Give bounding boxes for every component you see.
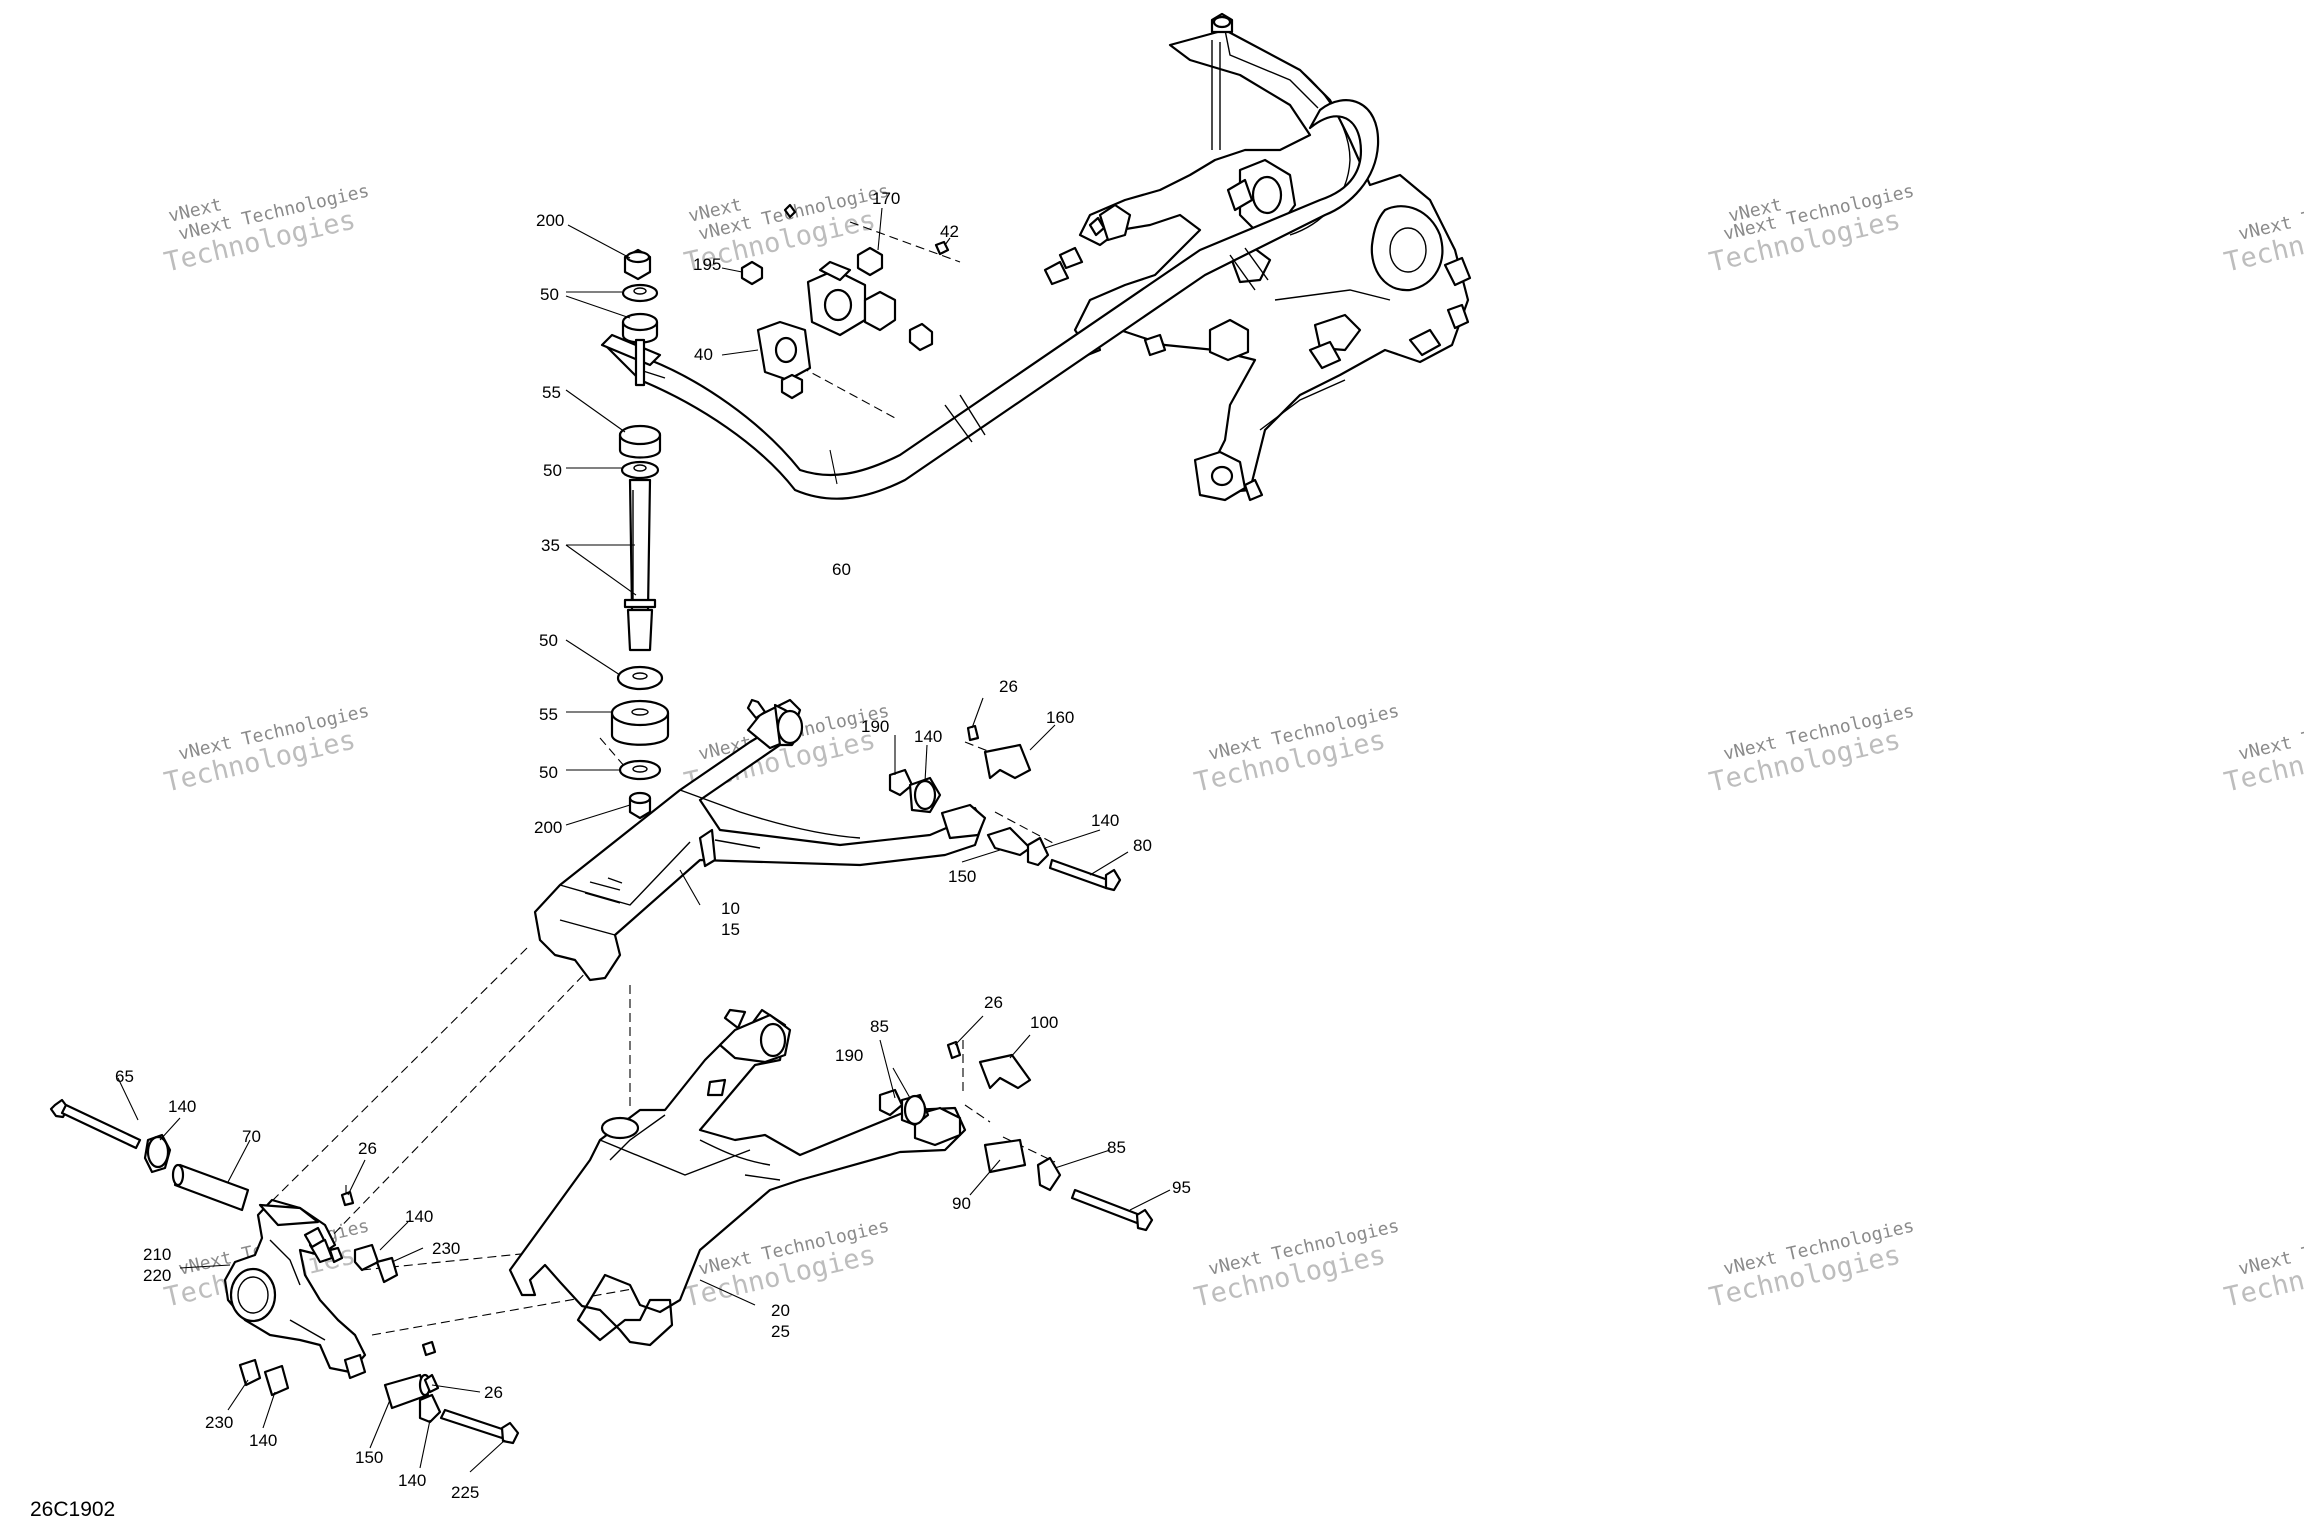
callout: 10 bbox=[721, 899, 740, 918]
alignment-lines bbox=[267, 221, 1056, 1336]
hardware-parts bbox=[49, 724, 1154, 1445]
callout: 170 bbox=[872, 189, 900, 208]
watermark: vNext Technologies Technologies bbox=[161, 181, 371, 279]
callout: 140 bbox=[398, 1471, 426, 1490]
watermark: vNext Technologies Technologies bbox=[1191, 1216, 1401, 1314]
watermark: vNext Technologies Technologies bbox=[1706, 1216, 1916, 1314]
callout: 55 bbox=[539, 705, 558, 724]
link-rod-stack bbox=[610, 248, 670, 820]
callout: 210 bbox=[143, 1245, 171, 1264]
callout: 85 bbox=[870, 1017, 889, 1036]
callout: 200 bbox=[534, 818, 562, 837]
callout: 85 bbox=[1107, 1138, 1126, 1157]
callout: 26 bbox=[999, 677, 1018, 696]
watermark: vNext Technologies Technologies bbox=[2221, 181, 2304, 279]
callout: 26 bbox=[984, 993, 1003, 1012]
callout: 190 bbox=[861, 717, 889, 736]
callout: 140 bbox=[1091, 811, 1119, 830]
callout-numbers: 200 50 55 50 35 50 55 50 200 195 40 170 … bbox=[115, 189, 1191, 1502]
callout: 90 bbox=[952, 1194, 971, 1213]
callout: 190 bbox=[835, 1046, 863, 1065]
callout: 60 bbox=[832, 560, 851, 579]
callout: 50 bbox=[540, 285, 559, 304]
watermark: vNext Technologies Technologies bbox=[2221, 1216, 2304, 1314]
lower-a-arm bbox=[508, 1008, 967, 1347]
diagram-code: 26C1902 bbox=[30, 1498, 115, 1521]
callout: 20 bbox=[771, 1301, 790, 1320]
callout: 220 bbox=[143, 1266, 171, 1285]
callout: 160 bbox=[1046, 708, 1074, 727]
callout: 65 bbox=[115, 1067, 134, 1086]
callout: 80 bbox=[1133, 836, 1152, 855]
watermark: vNext Technologies Technologies bbox=[1706, 701, 1916, 799]
callout: 100 bbox=[1030, 1013, 1058, 1032]
callout: 195 bbox=[693, 255, 721, 274]
callout: 35 bbox=[541, 536, 560, 555]
callout: 150 bbox=[948, 867, 976, 886]
callout: 140 bbox=[405, 1207, 433, 1226]
callout: 50 bbox=[539, 631, 558, 650]
watermark: vNext Technologies Technologies bbox=[1706, 181, 1916, 279]
callout: 140 bbox=[249, 1431, 277, 1450]
callout: 15 bbox=[721, 920, 740, 939]
frame-assembly bbox=[1043, 12, 1472, 502]
callout: 200 bbox=[536, 211, 564, 230]
knuckle bbox=[223, 1198, 367, 1380]
callout: 140 bbox=[168, 1097, 196, 1116]
upper-a-arm bbox=[533, 698, 987, 982]
callout: 230 bbox=[432, 1239, 460, 1258]
callout: 26 bbox=[484, 1383, 503, 1402]
callout: 26 bbox=[358, 1139, 377, 1158]
callout: 40 bbox=[694, 345, 713, 364]
callout: 150 bbox=[355, 1448, 383, 1467]
callout: 95 bbox=[1172, 1178, 1191, 1197]
watermark: vNext Technologies Technologies bbox=[1191, 701, 1401, 799]
callout: 225 bbox=[451, 1483, 479, 1502]
callout: 50 bbox=[543, 461, 562, 480]
callout: 70 bbox=[242, 1127, 261, 1146]
watermark: vNext Technologies Technologies bbox=[2221, 701, 2304, 799]
stabilizer-bar bbox=[600, 99, 1380, 500]
watermark: vNext Technologies Technologies bbox=[161, 701, 371, 799]
callout: 25 bbox=[771, 1322, 790, 1341]
callout: 50 bbox=[539, 763, 558, 782]
callout: 230 bbox=[205, 1413, 233, 1432]
callout: 42 bbox=[940, 222, 959, 241]
callout: 140 bbox=[914, 727, 942, 746]
bushing-clamps bbox=[740, 203, 950, 400]
leader-lines bbox=[117, 207, 1171, 1473]
callout: 55 bbox=[542, 383, 561, 402]
